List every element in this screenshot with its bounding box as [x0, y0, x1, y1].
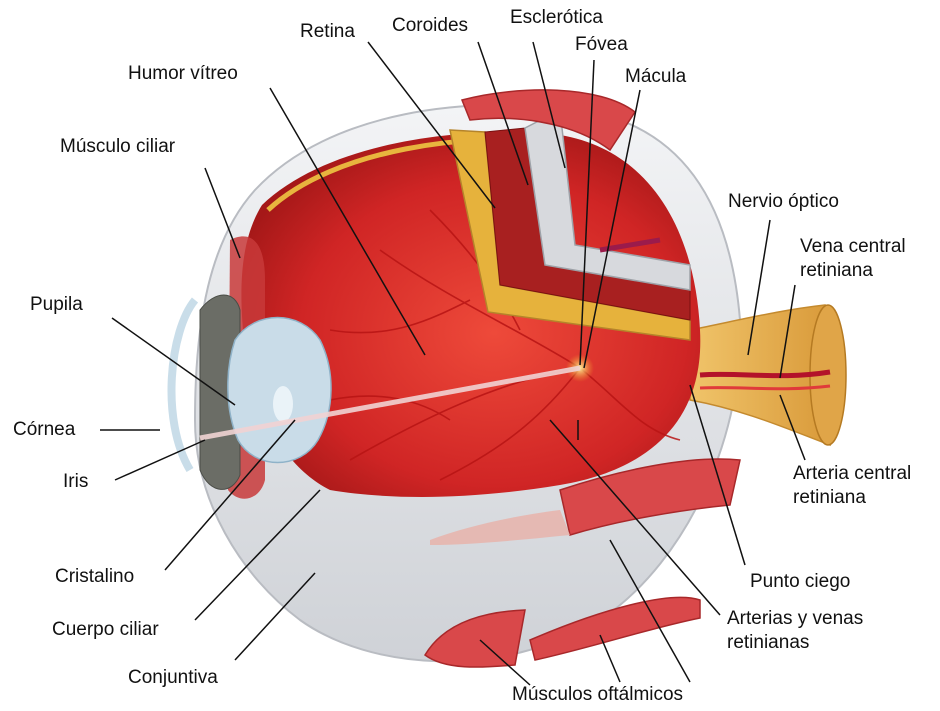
cornea	[171, 300, 195, 470]
label-retina: Retina	[300, 20, 355, 44]
lens	[228, 318, 331, 463]
label-arterias-venas-line1: Arterias y venas	[727, 607, 863, 631]
label-vena-central-line1: Vena central	[800, 235, 906, 259]
leader-iris	[115, 440, 205, 480]
label-arterias-venas: Arterias y venas retinianas	[727, 607, 863, 655]
label-punto-ciego: Punto ciego	[750, 570, 850, 594]
label-humor-vitreo: Humor vítreo	[128, 62, 238, 86]
label-coroides: Coroides	[392, 14, 468, 38]
label-vena-central-line2: retiniana	[800, 259, 906, 283]
label-macula: Mácula	[625, 65, 686, 89]
label-cuerpo-ciliar: Cuerpo ciliar	[52, 618, 159, 642]
label-iris: Iris	[63, 470, 88, 494]
label-cristalino: Cristalino	[55, 565, 134, 589]
leader-musculos-2	[600, 635, 620, 682]
label-arterias-venas-line2: retinianas	[727, 631, 863, 655]
label-esclerotica: Esclerótica	[510, 6, 603, 30]
label-fovea: Fóvea	[575, 33, 628, 57]
label-cornea: Córnea	[13, 418, 75, 442]
label-pupila: Pupila	[30, 293, 83, 317]
label-nervio-optico: Nervio óptico	[728, 190, 839, 214]
label-arteria-central-line1: Arteria central	[793, 462, 911, 486]
label-musculos-oftalmicos: Músculos oftálmicos	[512, 683, 683, 707]
label-conjuntiva: Conjuntiva	[128, 666, 218, 690]
label-arteria-central: Arteria central retiniana	[793, 462, 911, 510]
label-musculo-ciliar: Músculo ciliar	[60, 135, 175, 159]
label-vena-central: Vena central retiniana	[800, 235, 906, 283]
label-arteria-central-line2: retiniana	[793, 486, 911, 510]
